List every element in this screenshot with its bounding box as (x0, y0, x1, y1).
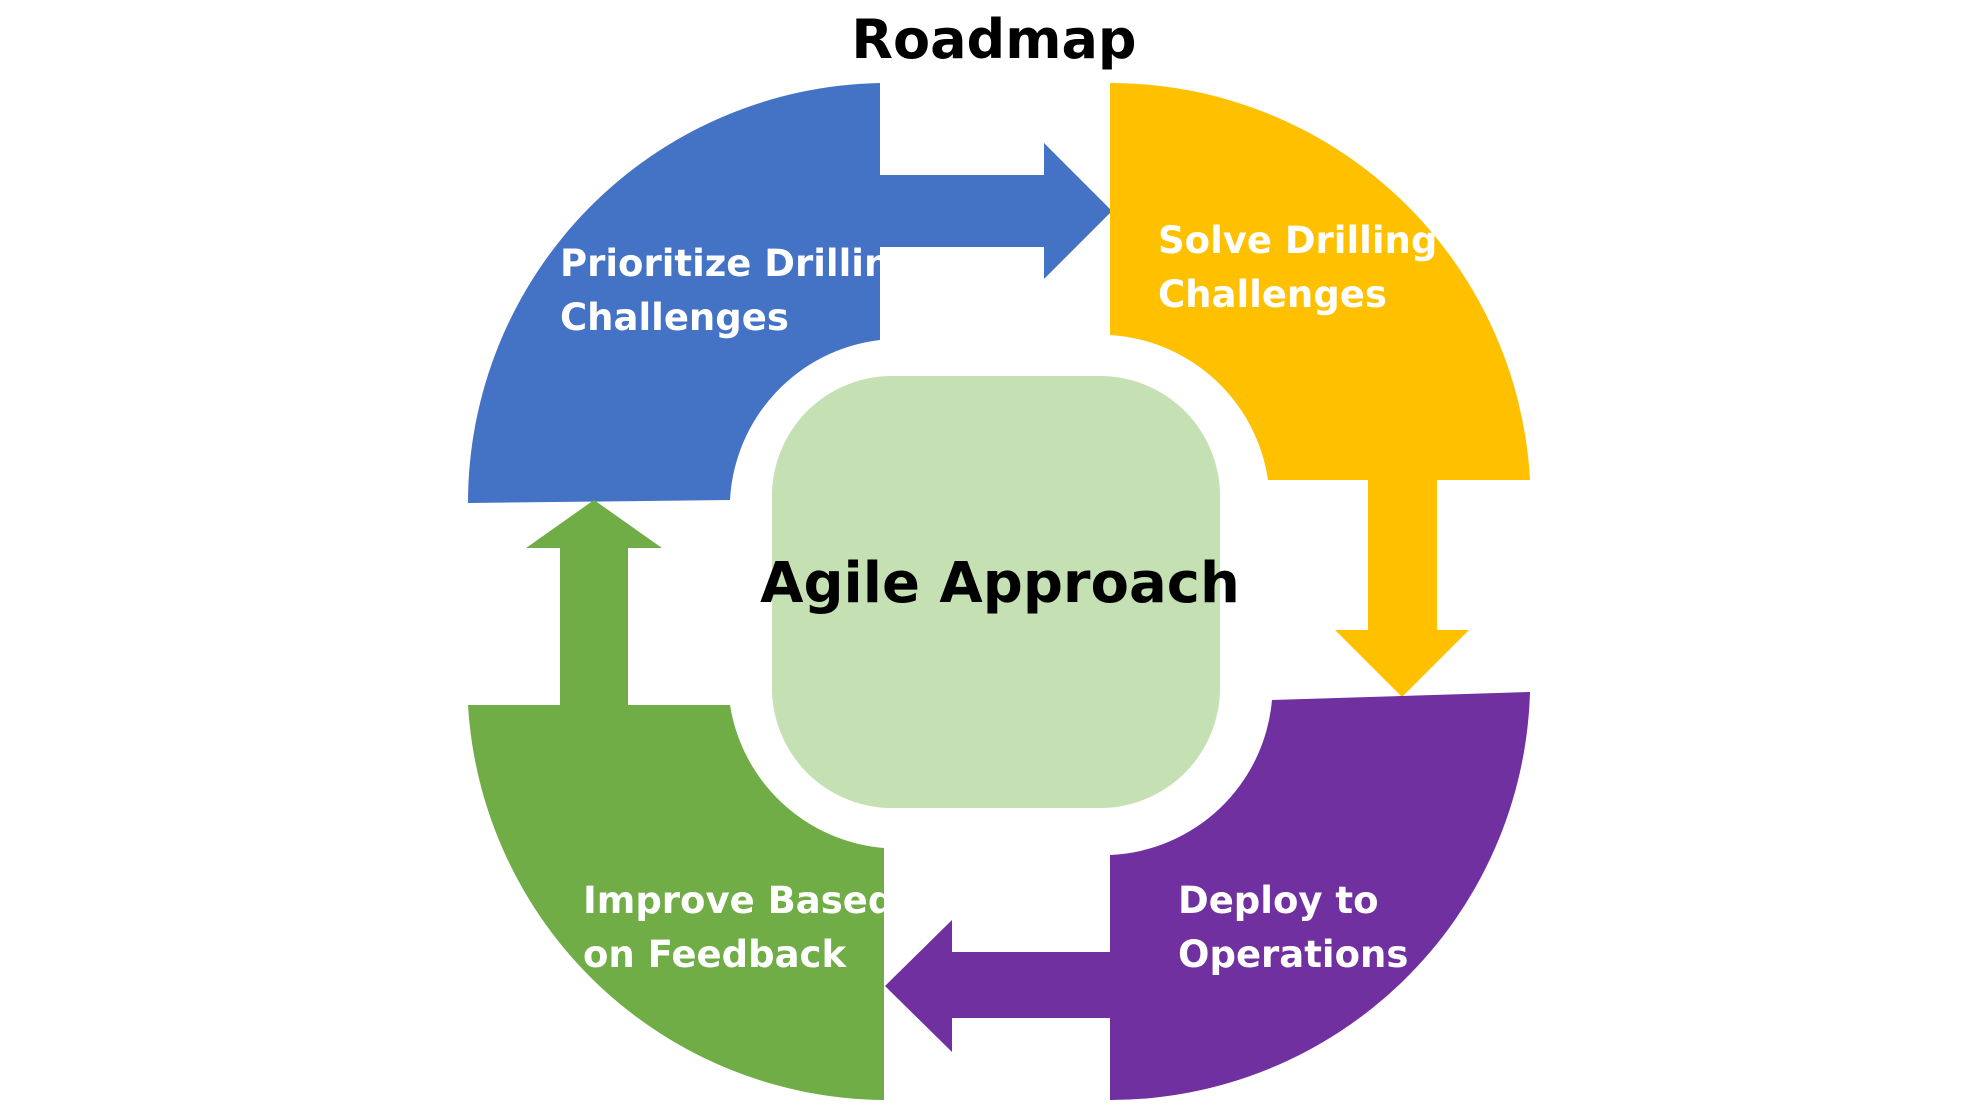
stage-deploy-label-line2: Operations (1178, 933, 1408, 976)
stage-prioritize-label-line2: Challenges (560, 296, 789, 339)
center-box (772, 376, 1220, 808)
arrow-prioritize-to-solve (878, 143, 1112, 279)
stage-solve-segment (1110, 82, 1530, 481)
stage-solve-label-line2: Challenges (1158, 273, 1387, 316)
diagram-title: Roadmap (851, 8, 1136, 71)
stage-improve-label-line2: on Feedback (583, 933, 847, 976)
arrow-solve-to-deploy (1335, 478, 1469, 697)
stage-solve-label-line1: Solve Drilling (1158, 219, 1437, 262)
center-label: Agile Approach (760, 551, 1240, 616)
arrow-improve-to-prioritize (526, 500, 662, 706)
stage-improve-segment (468, 705, 884, 1100)
stage-deploy-label-line1: Deploy to (1178, 879, 1379, 922)
stage-prioritize-label-line1: Prioritize Drilling (560, 242, 917, 285)
arrow-deploy-to-improve (885, 920, 1112, 1052)
stage-prioritize-segment (468, 83, 880, 503)
stage-deploy-segment (1110, 692, 1530, 1101)
stage-improve-label-line1: Improve Based (583, 879, 894, 922)
